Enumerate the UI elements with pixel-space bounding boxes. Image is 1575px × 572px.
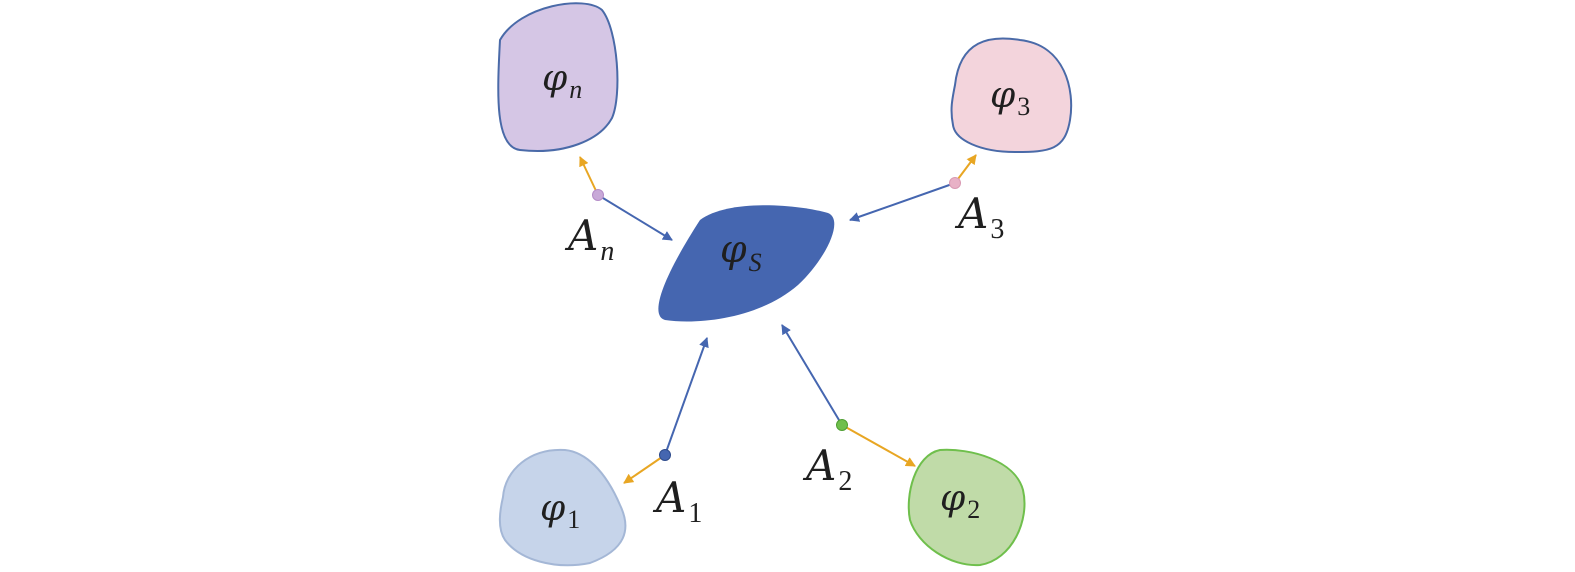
node-shape-2 [907,448,1026,567]
node-label-3-sub: 3 [1017,92,1030,121]
connector-dot-1 [659,449,671,461]
node-label-1-symbol: φ [540,488,566,529]
connector-dot-3 [949,177,961,189]
connector-label-2-letter: A [802,441,836,490]
central-label-symbol: φ [720,227,747,271]
connector-label-3-letter: A [954,189,988,238]
node-label-1-sub: 1 [567,505,580,534]
node-label-2-sub: 2 [967,495,980,524]
node-shape-n [497,2,619,152]
connector-label-3: A3 [954,189,1004,245]
arrow-line-2 [781,324,843,426]
orange-arrow-2 [841,424,916,467]
node-label-2: φ2 [940,478,980,524]
arrow-line-n [597,194,673,241]
connector-label-n-sub: n [600,236,614,267]
node-label-3-symbol: φ [990,75,1016,116]
connector-label-1-letter: A [652,473,686,522]
central-label: φS [720,227,762,277]
connector-label-n-letter: A [564,211,598,260]
node-label-1: φ1 [540,488,580,534]
connector-label-2: A2 [802,441,852,497]
connector-label-3-sub: 3 [990,214,1004,245]
connector-label-n: An [564,211,614,267]
node-label-2-symbol: φ [940,478,966,519]
connector-dot-2 [836,419,848,431]
central-shape [658,205,835,322]
node-shape-1 [498,448,627,567]
node-label-n-sub: n [569,75,582,104]
connector-label-1: A1 [652,473,702,529]
connector-label-1-sub: 1 [688,498,702,529]
node-label-n-symbol: φ [542,58,568,99]
connector-label-2-sub: 2 [838,466,852,497]
orange-arrow-n [579,156,599,196]
connector-dot-n [592,189,604,201]
arrow-line-3 [849,182,956,222]
central-label-sub: S [749,248,762,277]
node-shape-3 [950,37,1073,154]
node-label-n: φn [542,58,582,104]
node-label-3: φ3 [990,75,1030,121]
arrow-line-1 [664,337,709,456]
orange-arrow-1 [623,454,666,484]
